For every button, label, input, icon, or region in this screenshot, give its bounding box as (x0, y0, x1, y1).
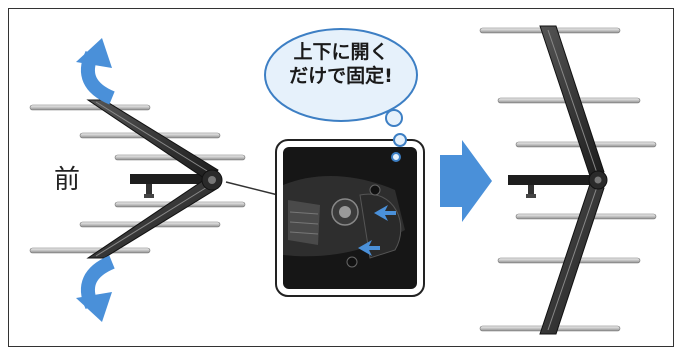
thought-bubble-icon (264, 28, 418, 162)
callout-line-2: だけで固定! (289, 65, 393, 87)
unfolded-antenna (479, 25, 657, 335)
zoom-detail (275, 139, 425, 297)
callout-line-1: 上下に開く (293, 41, 389, 63)
folded-antenna (29, 99, 246, 259)
leader-line (225, 181, 279, 196)
front-label: 前 (54, 165, 81, 195)
unfolded-boom (508, 175, 600, 185)
curved-arrow-down-icon (76, 255, 115, 322)
folded-boom (130, 174, 212, 184)
thought-bubble-text: 上下に開く だけで固定! (266, 40, 416, 88)
curved-arrow-up-icon (76, 38, 115, 105)
right-arrow-icon (440, 140, 492, 222)
